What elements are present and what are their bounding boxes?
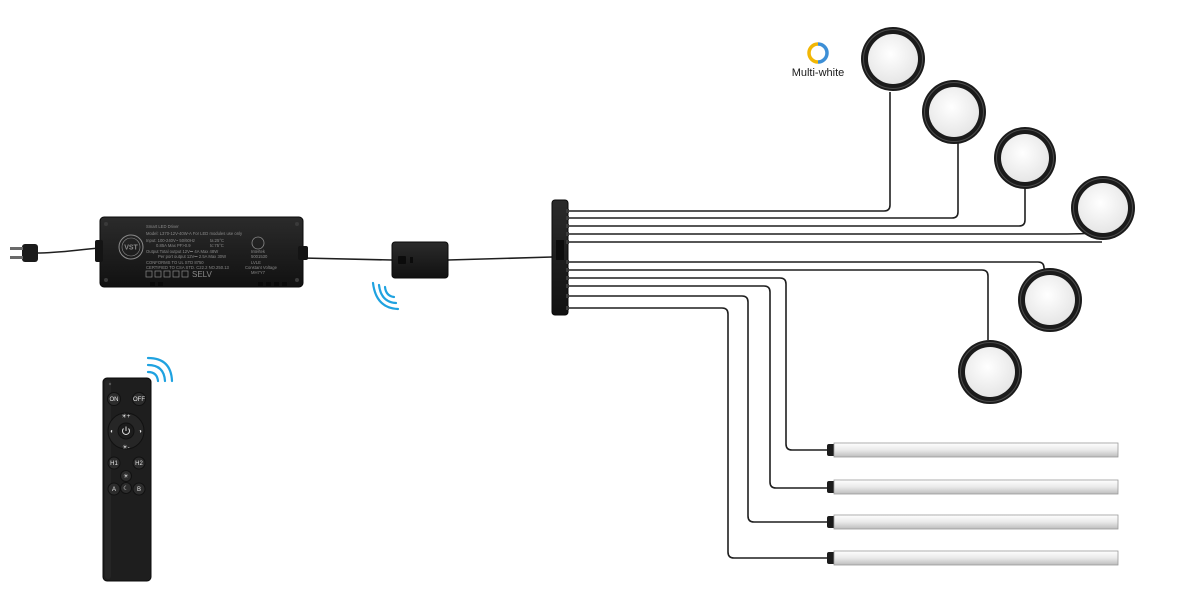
puck-light [958, 340, 1022, 404]
driver-side-line: Intertek [251, 249, 266, 254]
wire-puck-7 [566, 269, 989, 340]
driver-line: CONFORMS TO UL STD 8750 [146, 260, 204, 265]
receiver-signal-icon [371, 281, 400, 311]
h2-button[interactable]: H2 [132, 456, 146, 470]
on-button[interactable]: ON [107, 392, 121, 406]
puck-light [994, 127, 1056, 189]
driver-ports [150, 282, 287, 286]
multi-white-label: Multi-white [791, 67, 845, 79]
h1-label: H1 [110, 461, 118, 467]
wire-puck-6 [566, 261, 1049, 276]
h2-label: H2 [135, 461, 143, 467]
driver-line: Per port output 12V⎓ 2.5A Max 30W [158, 254, 226, 259]
color-temp-cool-icon[interactable]: ◑ [138, 429, 142, 435]
driver-line: Input: 100-240V~ 50/60Hz [146, 238, 195, 243]
puck-light [1018, 268, 1082, 332]
plug-cord [35, 247, 101, 254]
moon-icon: ☾ [123, 485, 128, 492]
driver-to-receiver-cable [301, 257, 393, 261]
color-temp-warm-icon[interactable]: ◐ [110, 429, 114, 435]
compliance-icons [145, 270, 189, 278]
brand-logo: VST [118, 234, 144, 260]
day-button[interactable]: ☀ [120, 470, 132, 482]
multi-white-icon [807, 42, 829, 64]
remote-control: ON OFF ☀+ ☀- ◐ ◑ H1 H2 [102, 356, 174, 582]
brand-text: VST [124, 245, 138, 252]
a-button[interactable]: A [107, 482, 121, 496]
remote-signal-icon [146, 356, 174, 383]
driver-side-line: 5001530 [251, 254, 268, 259]
driver-side-line: Constant Voltage [245, 265, 278, 270]
power-icon [122, 428, 130, 435]
selv-mark: SELV [192, 270, 213, 279]
receiver-to-hub-cable [447, 256, 553, 261]
sun-icon: ☀ [123, 473, 128, 480]
strip-light [827, 479, 1119, 495]
wire-puck-2 [566, 142, 959, 219]
b-label: B [137, 487, 141, 493]
strip-light [827, 442, 1119, 458]
off-button[interactable]: OFF [132, 392, 146, 406]
brightness-down-icon[interactable]: ☀- [122, 444, 129, 451]
certification-mark [251, 236, 265, 250]
strip-light [827, 514, 1119, 530]
puck-light [922, 80, 986, 144]
wireless-receiver [371, 241, 449, 311]
strip-light [827, 550, 1119, 566]
led-driver: VST Smart LED Driver Model: L370-12V-40W… [95, 216, 308, 288]
driver-line: Model: L370-12V-40W-A For LED modules us… [146, 231, 243, 236]
puck-lights [861, 27, 1135, 404]
wire-strip-1 [566, 277, 830, 451]
puck-light [861, 27, 925, 91]
distribution-hub [551, 199, 569, 316]
on-label: ON [110, 397, 119, 403]
off-label: OFF [133, 397, 145, 403]
wire-puck-1 [566, 92, 891, 212]
driver-label-text: Smart LED Driver Model: L370-12V-40W-A F… [146, 224, 278, 275]
driver-side-line: LVLE [251, 260, 261, 265]
wire-puck-4 [566, 231, 1104, 235]
power-plug [10, 244, 38, 262]
h1-button[interactable]: H1 [107, 456, 121, 470]
wire-strip-2 [566, 285, 830, 489]
driver-line: Output Total output 12V⎓ 4A Max 48W [146, 249, 218, 254]
driver-side-line: MH7Y7 [251, 270, 266, 275]
strip-lights [827, 442, 1119, 566]
a-label: A [112, 487, 116, 493]
driver-line: 0.85A Max PF>0.9 [156, 243, 191, 248]
puck-light [1071, 176, 1135, 240]
wires [35, 92, 1104, 559]
hub-port-notches [566, 209, 569, 310]
brightness-up-icon[interactable]: ☀+ [122, 413, 131, 420]
driver-side-line: tc:75°C [210, 243, 224, 248]
night-button[interactable]: ☾ [120, 482, 132, 494]
driver-line: CERTIFIED TO CSA STD. C22.2 NO.250.13 [146, 265, 230, 270]
wire-puck-3 [566, 186, 1026, 227]
wire-strip-3 [566, 295, 830, 523]
wire-strip-4 [566, 307, 830, 559]
b-button[interactable]: B [132, 482, 146, 496]
driver-side-line: ta:25°C [210, 238, 224, 243]
control-wheel[interactable]: ☀+ ☀- ◐ ◑ [107, 412, 145, 451]
driver-line: Smart LED Driver [146, 224, 179, 229]
